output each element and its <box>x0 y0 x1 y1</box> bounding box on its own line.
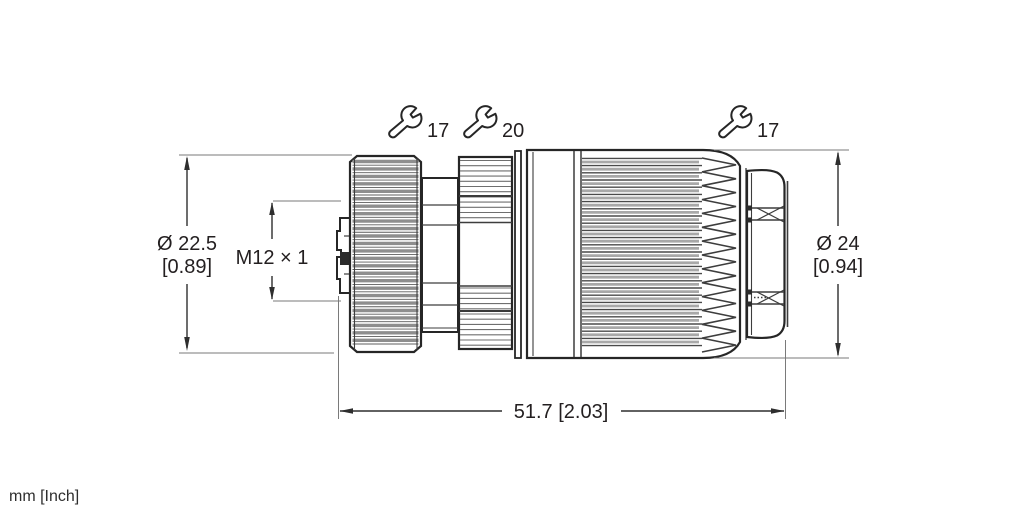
arrowhead-down <box>184 337 190 351</box>
coupling-nut <box>348 154 423 354</box>
wrench-callout-hex-body: 20 <box>463 105 524 142</box>
overall-length-label: 51.7 [2.03] <box>514 401 609 423</box>
wrench-icon <box>718 105 753 139</box>
band-diagonal <box>756 289 785 305</box>
m12-connector-drawing <box>336 148 789 360</box>
band-tick <box>747 301 752 307</box>
dimension-right-diameter: Ø 24 [0.94] <box>714 149 863 359</box>
seal-ring <box>514 150 522 359</box>
arrowhead-up <box>835 151 841 165</box>
wrench-icon <box>388 105 423 139</box>
arrowhead-down <box>835 343 841 357</box>
gland-clamp-band-top <box>747 205 785 223</box>
band-diagonal <box>756 207 785 223</box>
knurl-texture <box>352 159 419 345</box>
dimension-thread: M12 × 1 <box>236 200 341 302</box>
wrench-size-label: 20 <box>502 120 524 142</box>
dimension-overall-length: 51.7 [2.03] <box>338 296 786 423</box>
gland-outline <box>745 169 786 339</box>
gland-clamp-band-bottom <box>747 289 785 307</box>
wrench-callout-cable-gland: 17 <box>718 105 779 142</box>
hex-outline <box>457 155 514 351</box>
hex-body <box>457 155 514 351</box>
ribbed-housing <box>525 148 747 360</box>
neck-outline <box>421 177 459 333</box>
seal-ring-outline <box>514 150 522 359</box>
band-diagonal <box>756 205 785 221</box>
band-tick <box>747 217 752 223</box>
band-tick <box>747 289 752 295</box>
wrench-callout-coupling-nut: 17 <box>388 105 449 142</box>
right-diameter-inch-label: [0.94] <box>813 256 863 278</box>
left-diameter-inch-label: [0.89] <box>162 256 212 278</box>
units-note: mm [Inch] <box>9 488 79 505</box>
left-diameter-mm-label: Ø 22.5 <box>157 233 217 255</box>
arrowhead-down <box>269 287 275 300</box>
wrench-icon <box>463 105 498 139</box>
band-diagonal <box>756 291 785 307</box>
hex-chamfer-texture <box>459 159 512 346</box>
wrench-size-label: 17 <box>427 120 449 142</box>
arrowhead-up <box>184 156 190 170</box>
rib-texture <box>582 157 702 347</box>
arrowhead-right <box>771 408 785 414</box>
cable-gland <box>745 169 789 339</box>
arrowhead-left <box>339 408 353 414</box>
dimension-left-diameter: Ø 22.5 [0.89] <box>157 154 352 354</box>
thread-label: M12 × 1 <box>236 247 309 269</box>
arrowhead-up <box>269 202 275 215</box>
thread-keyway <box>340 252 349 265</box>
right-diameter-mm-label: Ø 24 <box>816 233 859 255</box>
rib-sawtooth-edge <box>701 157 737 353</box>
band-tick <box>747 205 752 211</box>
neck-section <box>421 177 459 333</box>
wrench-size-label: 17 <box>757 120 779 142</box>
